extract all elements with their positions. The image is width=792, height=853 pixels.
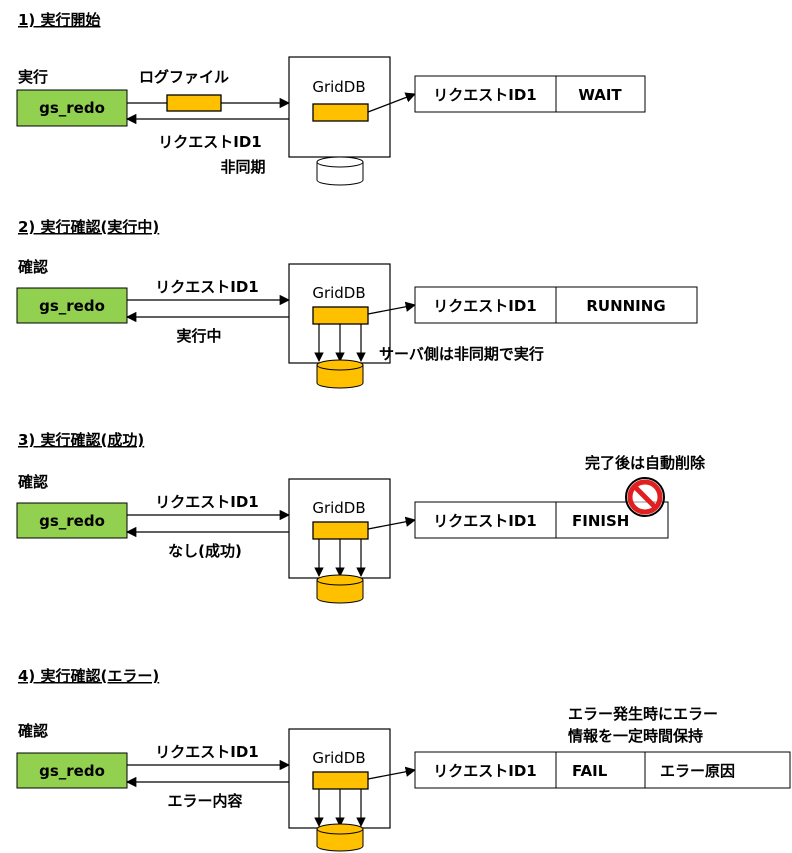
no-entry-icon [625, 477, 665, 517]
request-label: リクエストID1 [155, 493, 258, 511]
task-bar [312, 771, 369, 790]
section-heading: 1) 実行開始 [18, 11, 101, 29]
table-cell: リクエストID1 [433, 512, 536, 530]
action-label: 実行 [18, 68, 48, 86]
arrow-right-icon [367, 301, 417, 315]
arrow-right-icon [367, 516, 417, 530]
request-table: リクエストID1 FAIL エラー原因 [414, 751, 791, 789]
table-cell: リクエストID1 [433, 762, 536, 780]
table-cell: リクエストID1 [433, 297, 536, 315]
request-table: リクエストID1 WAIT [414, 75, 646, 113]
note-text: サーバ側は非同期で実行 [379, 345, 544, 363]
arrow-down-icon [314, 324, 366, 362]
table-cell: FINISH [572, 512, 629, 530]
note-text: 情報を一定時間保持 [568, 727, 703, 745]
server-label: GridDB [312, 499, 365, 517]
arrow-right-icon [367, 92, 416, 113]
client-box [16, 287, 128, 324]
request-label: リクエストID1 [155, 743, 258, 761]
task-bar [312, 306, 369, 325]
section-2: 2) 実行確認(実行中) 確認 gs_redo リクエストID1 実行中 Gri… [16, 218, 698, 389]
database-icon [316, 359, 364, 389]
client-box [16, 752, 128, 789]
server-label: GridDB [312, 749, 365, 767]
client-label: gs_redo [39, 762, 105, 780]
response-label: なし(成功) [168, 542, 242, 560]
action-label: 確認 [17, 473, 48, 491]
request-label: ログファイル [139, 68, 229, 86]
section-heading: 4) 実行確認(エラー) [18, 667, 159, 685]
note-text: 完了後は自動削除 [585, 454, 706, 472]
request-label: リクエストID1 [155, 278, 258, 296]
server-label: GridDB [312, 284, 365, 302]
table-cell: リクエストID1 [433, 86, 536, 104]
arrow-down-icon [314, 539, 366, 577]
table-cell: RUNNING [586, 297, 665, 315]
table-cell: エラー原因 [660, 762, 735, 780]
client-label: gs_redo [39, 99, 105, 117]
section-1: 1) 実行開始 実行 gs_redo ログファイル リクエストID1 非同期 G… [16, 11, 646, 186]
section-4: 4) 実行確認(エラー) 確認 gs_redo リクエストID1 エラー内容 G… [16, 667, 791, 852]
database-icon [316, 574, 364, 604]
database-icon [316, 823, 364, 852]
client-label: gs_redo [39, 512, 105, 530]
response-label: エラー内容 [167, 792, 242, 810]
action-label: 確認 [17, 258, 48, 276]
client-box [16, 89, 128, 127]
section-heading: 3) 実行確認(成功) [18, 431, 144, 449]
response-label: リクエストID1 [158, 133, 261, 151]
arrow-down-icon [314, 789, 366, 827]
response-label: 実行中 [176, 327, 221, 345]
request-table: リクエストID1 RUNNING [414, 286, 698, 324]
task-bar [312, 103, 369, 122]
server-label: GridDB [312, 78, 365, 96]
client-box [16, 502, 128, 539]
client-label: gs_redo [39, 297, 105, 315]
action-label: 確認 [17, 722, 48, 740]
section-3: 3) 実行確認(成功) 確認 gs_redo リクエストID1 なし(成功) G… [16, 431, 706, 604]
log-file-icon [166, 94, 222, 112]
arrow-right-icon [367, 766, 417, 780]
table-cell: FAIL [572, 762, 608, 780]
note-text: エラー発生時にエラー [568, 705, 718, 723]
database-icon [316, 156, 364, 186]
section-heading: 2) 実行確認(実行中) [18, 218, 159, 236]
task-bar [312, 521, 369, 540]
response-label: 非同期 [220, 158, 265, 176]
table-cell: WAIT [578, 86, 622, 104]
